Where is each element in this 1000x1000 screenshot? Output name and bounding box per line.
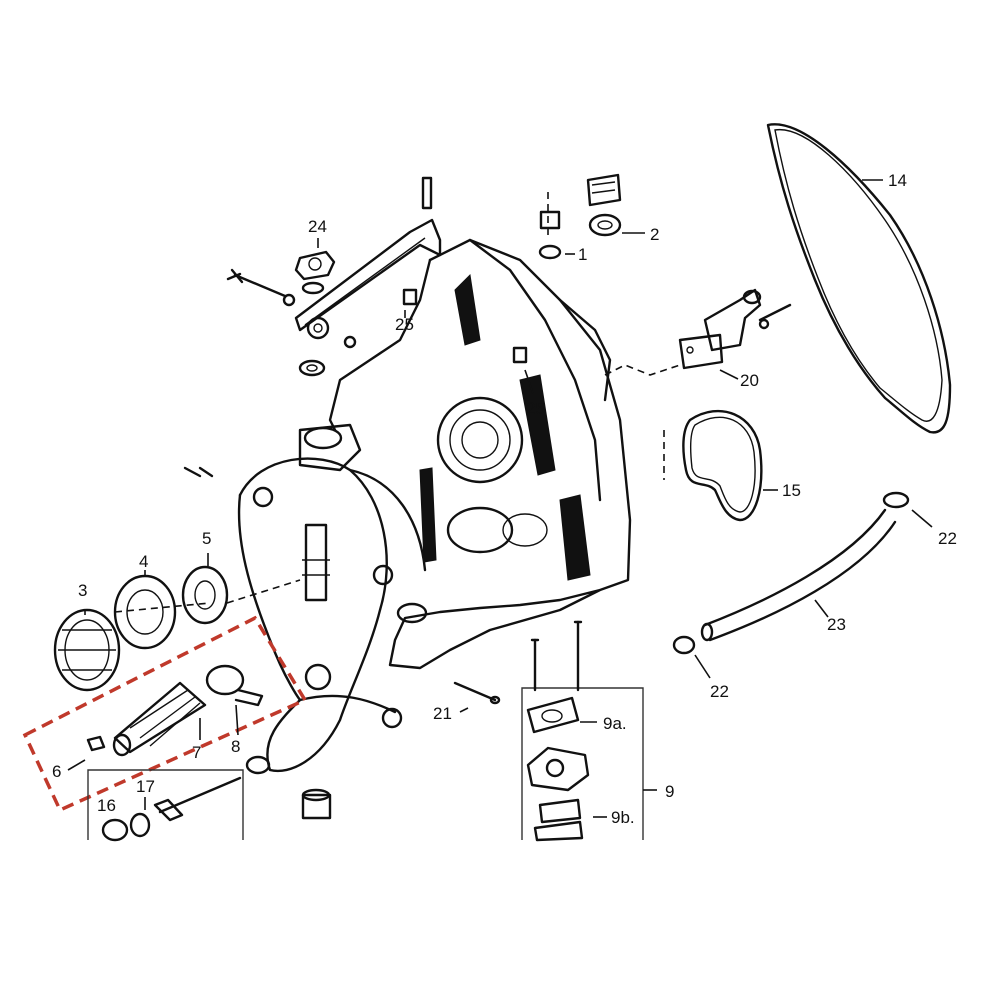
- hose-23: [672, 491, 910, 655]
- highlight-boundary: [22, 615, 308, 813]
- callout-15: 15: [782, 481, 801, 500]
- callout-9: 9: [665, 782, 674, 801]
- water-fitting-20: [604, 288, 792, 376]
- gasket-15: [663, 409, 763, 522]
- callout-9b: 9b.: [611, 808, 635, 827]
- callout-24: 24: [308, 217, 327, 236]
- steering-lever: [226, 176, 528, 377]
- callout-22-top: 22: [938, 529, 957, 548]
- gimbal-housing: [237, 238, 632, 773]
- callout-25-lower: 25: [526, 399, 545, 418]
- callout-3: 3: [78, 581, 87, 600]
- callout-22-bottom: 22: [710, 682, 729, 701]
- callout-14: 14: [888, 171, 907, 190]
- callout-8: 8: [231, 737, 240, 756]
- parts-box-16-17: [87, 769, 244, 842]
- callout-16: 16: [97, 796, 116, 815]
- callout-4: 4: [139, 552, 148, 571]
- callout-23: 23: [827, 615, 846, 634]
- bearing-set-1-2: [538, 173, 622, 260]
- callout-2: 2: [650, 225, 659, 244]
- bellows-group: [53, 565, 301, 775]
- parts-box-9: [521, 620, 644, 842]
- callout-7: 7: [192, 743, 201, 762]
- callout-labels: 1 2 3 4 5 6 7 8 9 9a. 9b. 14 15 16 17 20…: [52, 171, 957, 827]
- callout-21: 21: [433, 704, 452, 723]
- callout-6: 6: [52, 762, 61, 781]
- gasket-14: [766, 123, 952, 434]
- misc-parts: [183, 466, 501, 820]
- callout-1: 1: [578, 245, 587, 264]
- callout-17: 17: [136, 777, 155, 796]
- callout-5: 5: [202, 529, 211, 548]
- leader-lines: [67, 179, 933, 818]
- callout-9a: 9a.: [603, 714, 627, 733]
- callout-25-upper: 25: [395, 315, 414, 334]
- callout-20: 20: [740, 371, 759, 390]
